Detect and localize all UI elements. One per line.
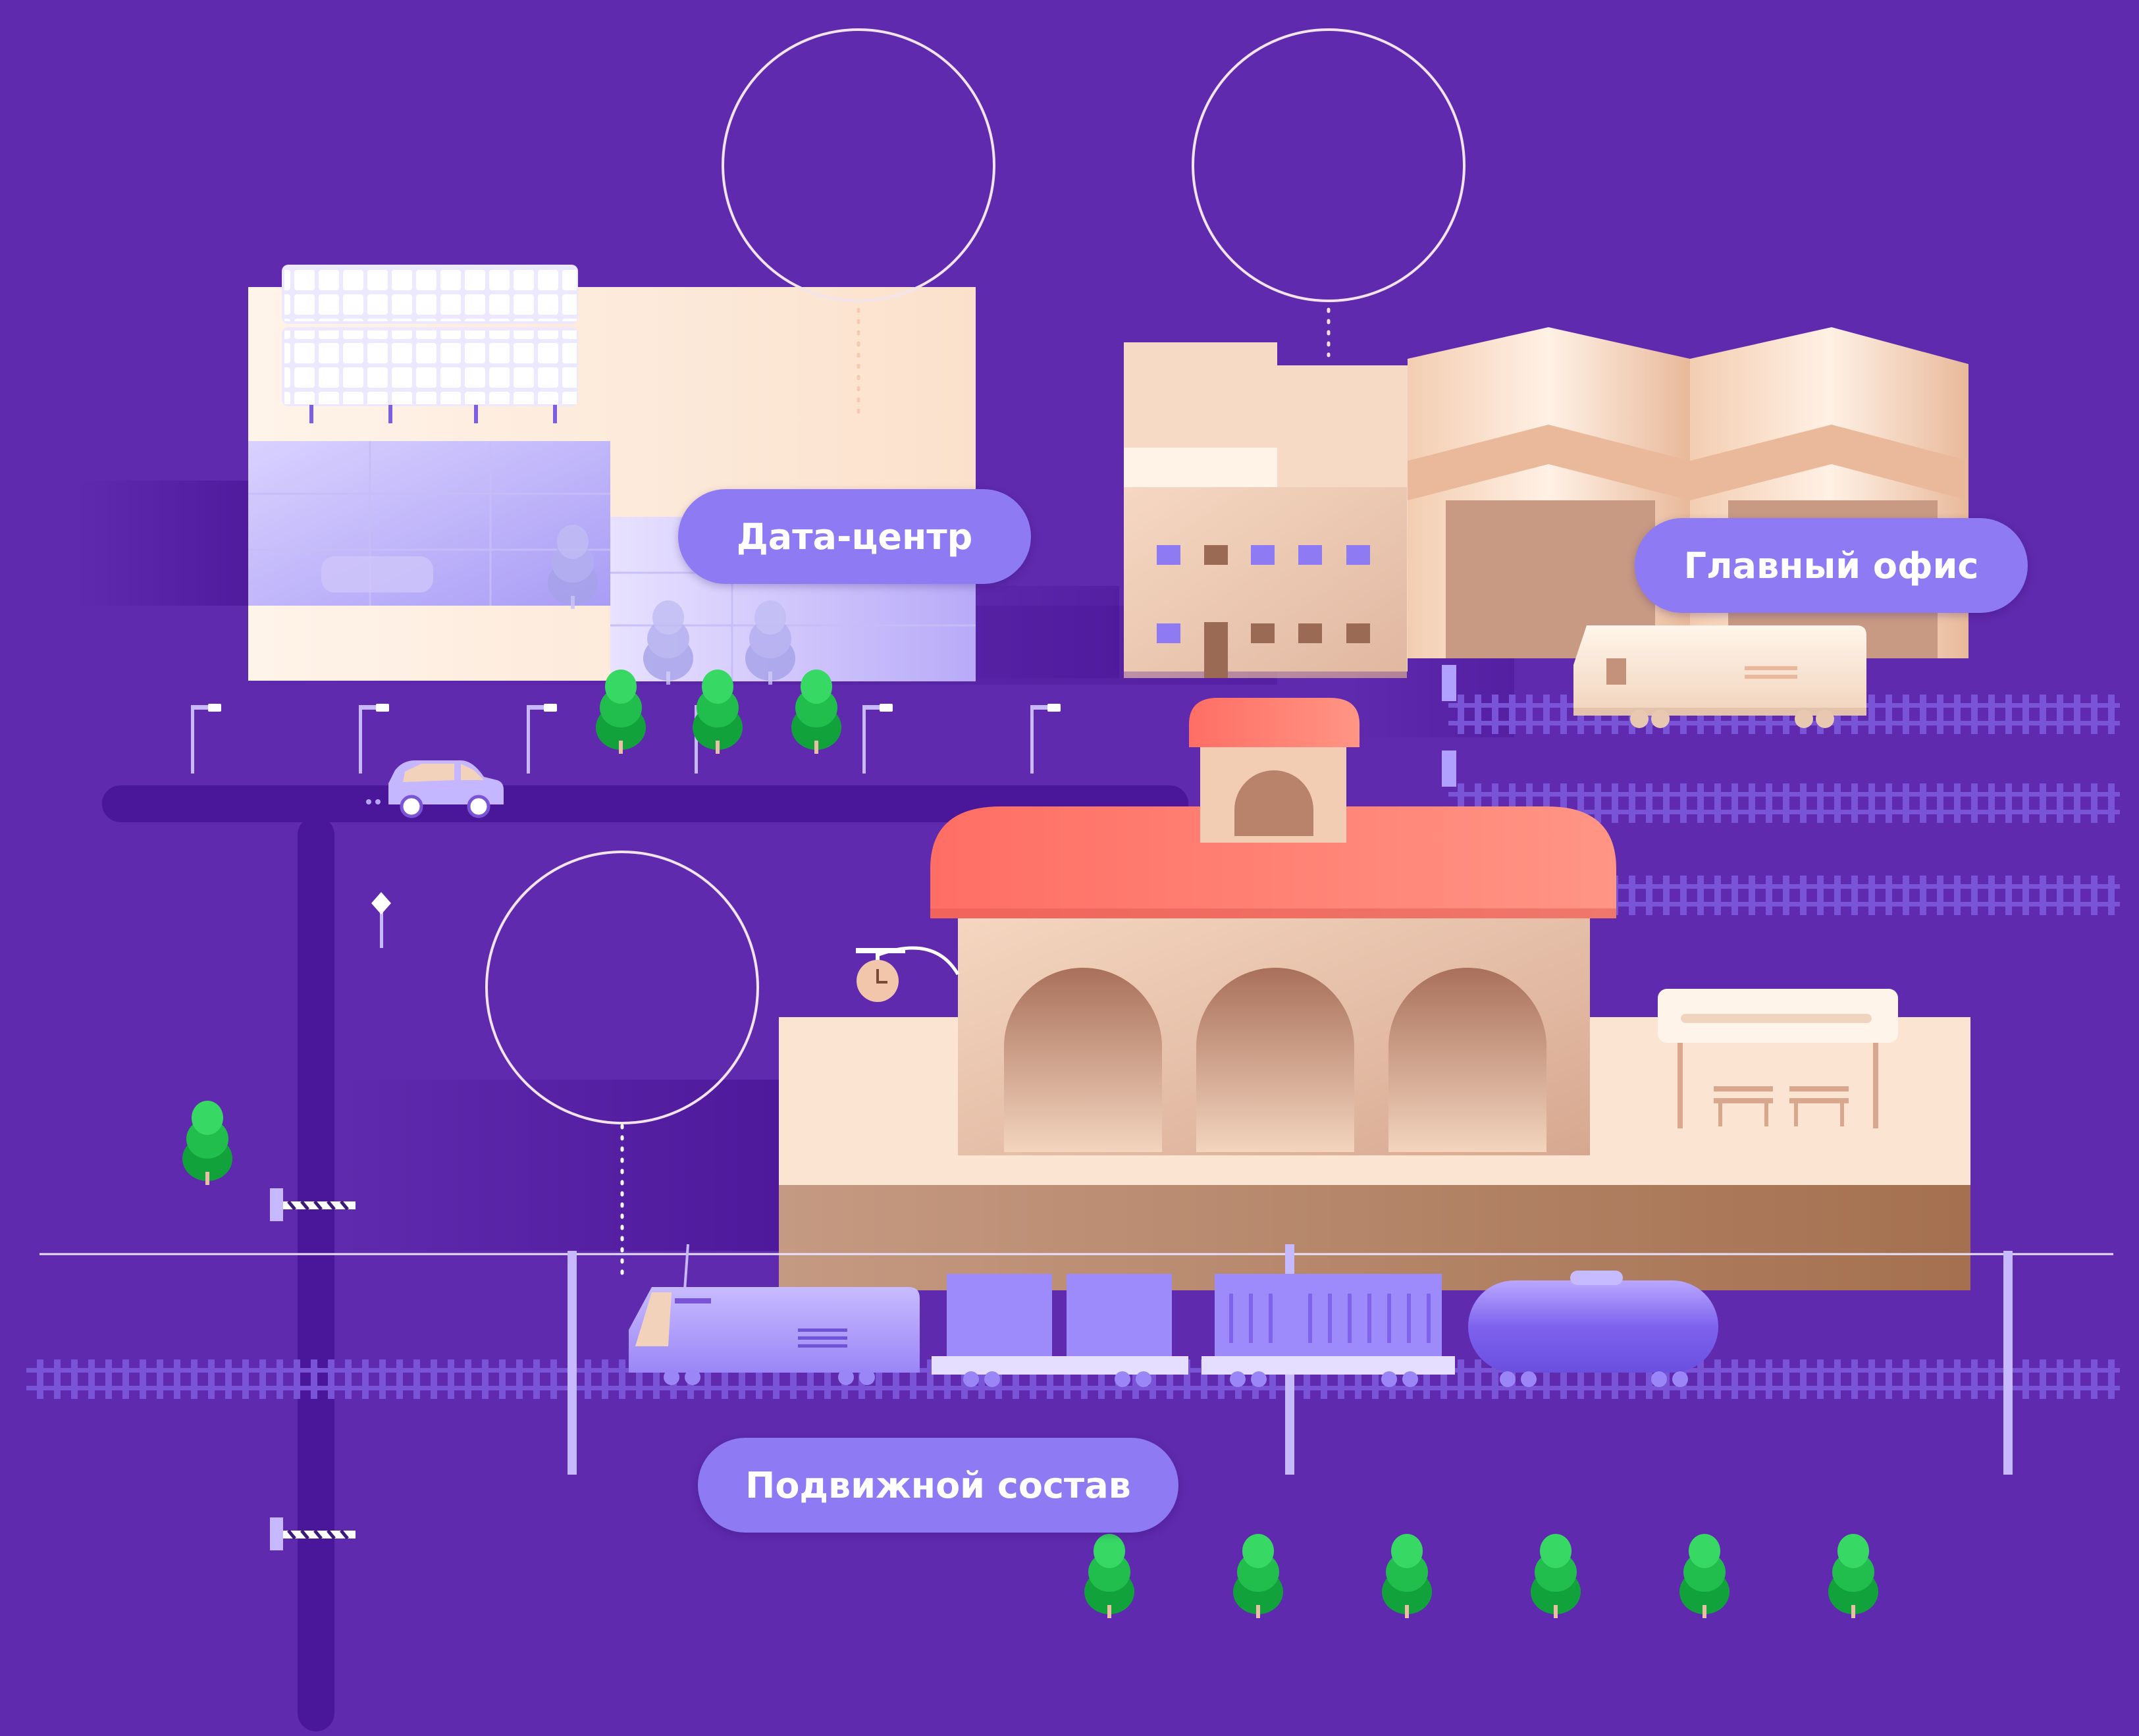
locomotive-icon-office (1573, 625, 1866, 728)
office-label-button[interactable]: Главный офис (1635, 518, 2028, 613)
car-icon (366, 760, 504, 818)
datacenter-callout-circle[interactable] (722, 28, 995, 302)
solar-panel-icon (282, 265, 578, 423)
rolling-stock-label-button[interactable]: Подвижной состав (698, 1438, 1178, 1533)
bench-icon (1658, 989, 1898, 1128)
road-horizontal (102, 785, 1188, 822)
rolling-stock-callout-circle[interactable] (485, 851, 759, 1124)
office-callout-circle[interactable] (1192, 28, 1466, 302)
datacenter-label-button[interactable]: Дата-центр (678, 489, 1031, 584)
container-car-icon (1202, 1274, 1455, 1387)
locomotive-icon (629, 1244, 920, 1385)
datacenter-building[interactable] (248, 265, 976, 685)
road-sign-icon (371, 892, 391, 948)
tank-car-icon (1468, 1271, 1718, 1387)
clock-icon (856, 946, 960, 1002)
station-building[interactable] (779, 698, 1970, 1290)
freight-car-icon (932, 1274, 1188, 1387)
office-windows (1157, 545, 1370, 678)
road-vertical (298, 816, 334, 1731)
